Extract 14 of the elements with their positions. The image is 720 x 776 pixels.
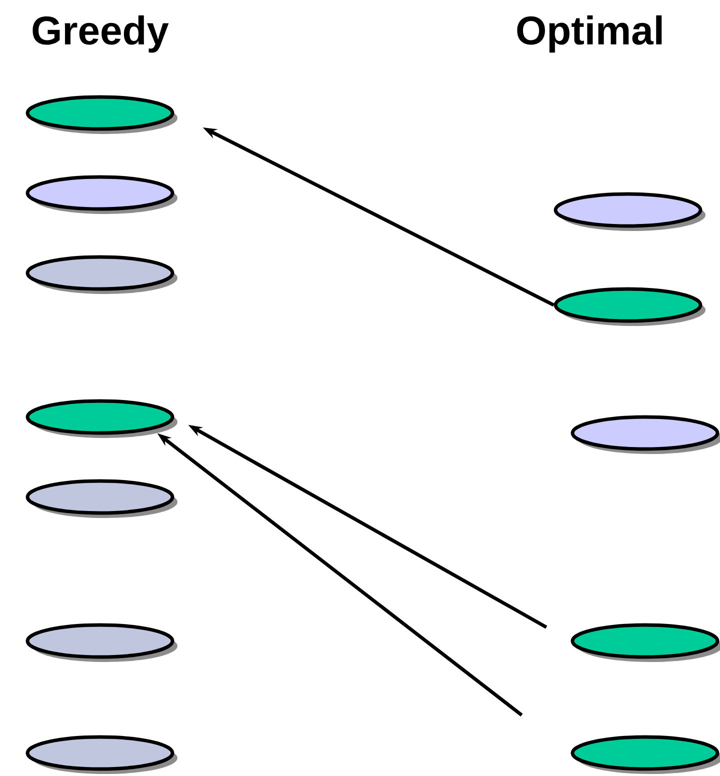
ellipse <box>26 95 178 134</box>
ellipse <box>554 287 706 326</box>
ellipse <box>26 399 178 438</box>
ellipse <box>26 255 178 294</box>
column-heading: Greedy <box>32 15 169 53</box>
ellipse <box>570 623 720 662</box>
ellipse <box>26 735 178 774</box>
ellipse <box>26 479 178 518</box>
column-heading: Optimal <box>517 15 662 53</box>
ellipse <box>570 735 720 774</box>
ellipse <box>554 192 706 231</box>
ellipse <box>26 175 178 214</box>
ellipse <box>26 623 178 662</box>
ellipse <box>570 415 720 454</box>
